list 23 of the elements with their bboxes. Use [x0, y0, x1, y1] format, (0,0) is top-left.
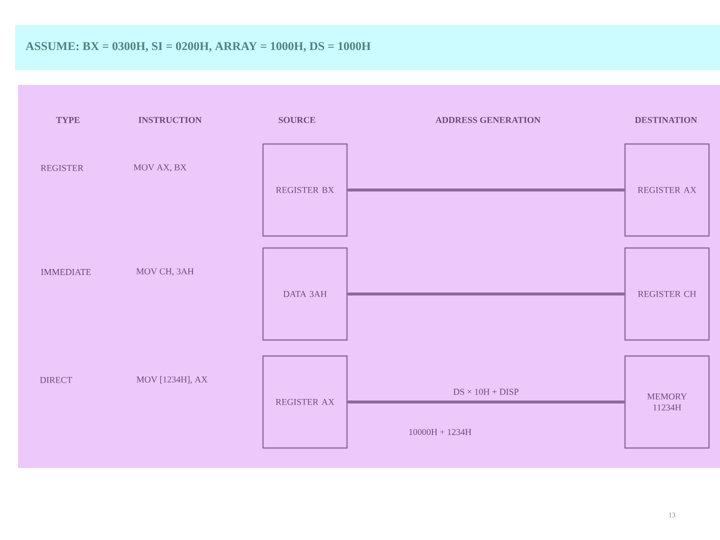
- instruction-text: MOV AX, BX: [134, 164, 186, 172]
- register-box: REGISTER BX: [262, 143, 348, 237]
- row-type: DIRECT: [40, 376, 72, 384]
- connector-line: [348, 188, 624, 192]
- connector-line: [348, 400, 624, 404]
- address-text: 10000H + 1234H: [409, 428, 472, 436]
- connector-line: [348, 292, 624, 296]
- instruction-text: MOV CH, 3AH: [136, 268, 194, 276]
- register-box: REGISTER AX: [624, 143, 710, 237]
- edge-label: DS × 10H + DISP: [452, 388, 520, 396]
- register-box: REGISTER AX: [262, 355, 348, 449]
- row-type: IMMEDIATE: [41, 269, 91, 275]
- column-header: INSTRUCTION: [138, 116, 202, 124]
- column-header: TYPE: [56, 117, 80, 123]
- title: ASSUME: BX = 0300H, SI = 0200H, ARRAY = 1000H, DS = 1000H: [26, 42, 371, 52]
- register-box: DATA 3AH: [262, 247, 348, 341]
- column-header: ADDRESS GENERATION: [436, 116, 540, 124]
- register-box: REGISTER CH: [624, 247, 710, 341]
- column-header: SOURCE: [278, 116, 316, 124]
- instruction-text: MOV [1234H], AX: [136, 376, 208, 384]
- register-box: MEMORY 11234H: [624, 355, 710, 449]
- row-type: REGISTER: [40, 164, 84, 172]
- column-header: DESTINATION: [634, 116, 698, 124]
